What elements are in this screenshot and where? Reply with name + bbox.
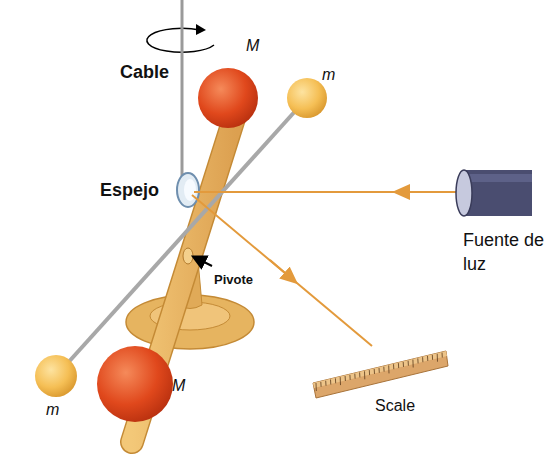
light-source-body [464,170,532,216]
scale-tick [364,371,365,379]
scale-tick [379,368,380,373]
large-mass-sphere [97,346,173,422]
scale-tick [349,375,350,380]
scale-ruler [313,351,448,398]
scale-tick [369,370,370,375]
scale-tick [383,367,384,372]
scale-tick [417,358,418,363]
small-mass-sphere [287,78,327,118]
scale-tick [345,376,346,381]
scale-tick [398,363,399,368]
scale-tick [403,362,404,367]
part-label: Cable [120,62,169,84]
part-label: Espejo [100,180,159,202]
scale-tick [340,377,341,385]
rotation-arrow [147,28,214,52]
part-label: Pivote [214,272,253,288]
part-label: Scale [375,396,415,415]
large-mass-sphere [198,68,258,128]
mass-label: M [172,376,185,395]
beam-arrow [400,191,430,193]
scale-tick [330,380,331,385]
torsion-cable [181,0,184,180]
scale-tick [325,381,326,386]
scale-tick [422,357,423,362]
scale-tick [359,372,360,377]
part-label: Fuente de luz [463,228,545,277]
small-mass-sphere [35,355,77,397]
light-source-face [456,170,472,216]
incident-beam [194,191,462,193]
scale-tick [432,355,433,360]
scale-tick [393,364,394,369]
scale-tick [335,378,336,383]
pivot [183,248,193,264]
scale-tick [388,365,389,373]
mass-label: m [46,400,59,419]
scale-tick [316,383,317,391]
scale-tick [412,360,413,368]
scale-tick [320,382,321,387]
scale-tick [427,356,428,361]
scale-ticks [316,353,442,392]
scale-tick [442,353,443,358]
scale-tick [408,361,409,366]
scale-tick [437,354,438,362]
beam-arrow [270,260,292,279]
scale-tick [354,374,355,379]
light-source-shine [464,174,532,182]
small-mass-rod [56,98,307,376]
reflected-beam [192,195,372,346]
mass-label: m [322,65,335,84]
pivot-pointer [198,259,212,266]
mass-label: M [246,36,259,55]
scale-tick [374,369,375,374]
scale-ruler-top [313,351,447,388]
rotation-arrowhead [196,24,206,35]
mirror [177,173,199,207]
